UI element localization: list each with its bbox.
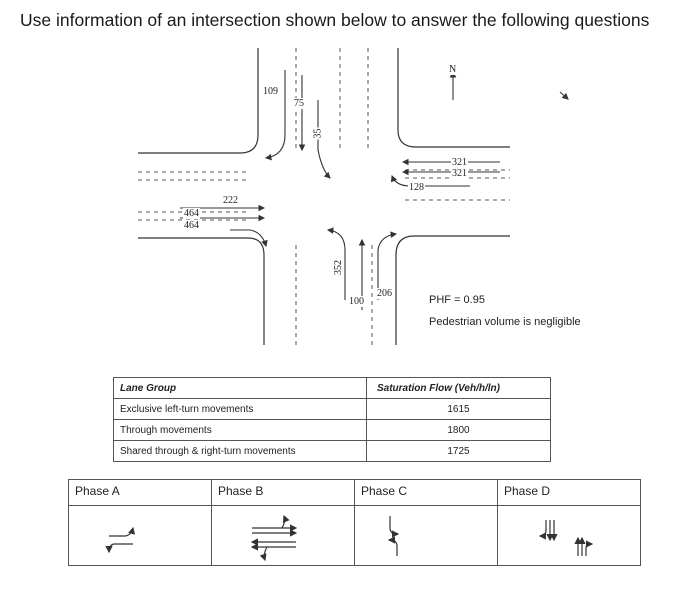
movement-arrows xyxy=(180,70,569,310)
phase-d-arrows-icon xyxy=(538,520,594,556)
saturation-flow-cell: 1725 xyxy=(366,440,551,462)
volume-eb-right: 222 xyxy=(222,195,239,206)
phase-d-diagram xyxy=(497,505,641,566)
volume-sb-right: 35 xyxy=(312,127,324,140)
phase-d-label: Phase D xyxy=(497,479,641,506)
phase-a-label: Phase A xyxy=(68,479,212,506)
volume-nb-through: 100 xyxy=(348,296,365,307)
table-header-row: Lane Group Saturation Flow (Veh/h/ln) xyxy=(113,377,551,399)
phase-a-arrows-icon xyxy=(105,526,136,554)
phase-a-diagram xyxy=(68,505,212,566)
saturation-flow-cell: 1615 xyxy=(366,398,551,420)
phase-header-row: Phase A Phase B Phase C Phase D xyxy=(68,479,641,506)
volume-eb-through-1: 464 xyxy=(183,208,200,219)
phase-diagram-row xyxy=(68,505,641,566)
volume-sb-through: 109 xyxy=(262,86,279,97)
lane-lines xyxy=(138,48,510,345)
phf-note: PHF = 0.95 xyxy=(429,294,485,306)
north-arrow-label: N xyxy=(448,64,458,75)
lane-group-cell: Exclusive left-turn movements xyxy=(113,398,367,420)
volume-nb-left: 352 xyxy=(333,259,344,276)
saturation-flow-cell: 1800 xyxy=(366,419,551,441)
question-text: Use information of an intersection shown… xyxy=(20,10,650,30)
phase-c-label: Phase C xyxy=(354,479,498,506)
lane-group-cell: Shared through & right-turn movements xyxy=(113,440,367,462)
phasing-table: Phase A Phase B Phase C Phase D xyxy=(68,479,641,566)
phase-b-label: Phase B xyxy=(211,479,355,506)
volume-wb-through-1: 321 xyxy=(451,157,468,168)
saturation-flow-table: Lane Group Saturation Flow (Veh/h/ln) Ex… xyxy=(113,377,551,462)
volume-wb-through-2: 321 xyxy=(451,168,468,179)
table-row: Shared through & right-turn movements 17… xyxy=(113,440,551,462)
lane-group-cell: Through movements xyxy=(113,419,367,441)
phase-b-diagram xyxy=(211,505,355,566)
lane-group-header: Lane Group xyxy=(113,377,367,399)
table-row: Exclusive left-turn movements 1615 xyxy=(113,398,551,420)
table-row: Through movements 1800 xyxy=(113,419,551,441)
roadway-curbs xyxy=(138,48,510,345)
phase-b-arrows-icon xyxy=(250,514,298,562)
pedestrian-note: Pedestrian volume is negligible xyxy=(429,316,581,328)
volume-nb-right: 206 xyxy=(376,288,393,299)
volume-wb-left: 128 xyxy=(408,182,425,193)
phase-c-diagram xyxy=(354,505,498,566)
phase-c-arrows-icon xyxy=(387,516,400,556)
saturation-flow-header: Saturation Flow (Veh/h/ln) xyxy=(366,377,551,399)
volume-eb-through-2: 464 xyxy=(183,220,200,231)
volume-sb-left: 75 xyxy=(293,98,305,109)
